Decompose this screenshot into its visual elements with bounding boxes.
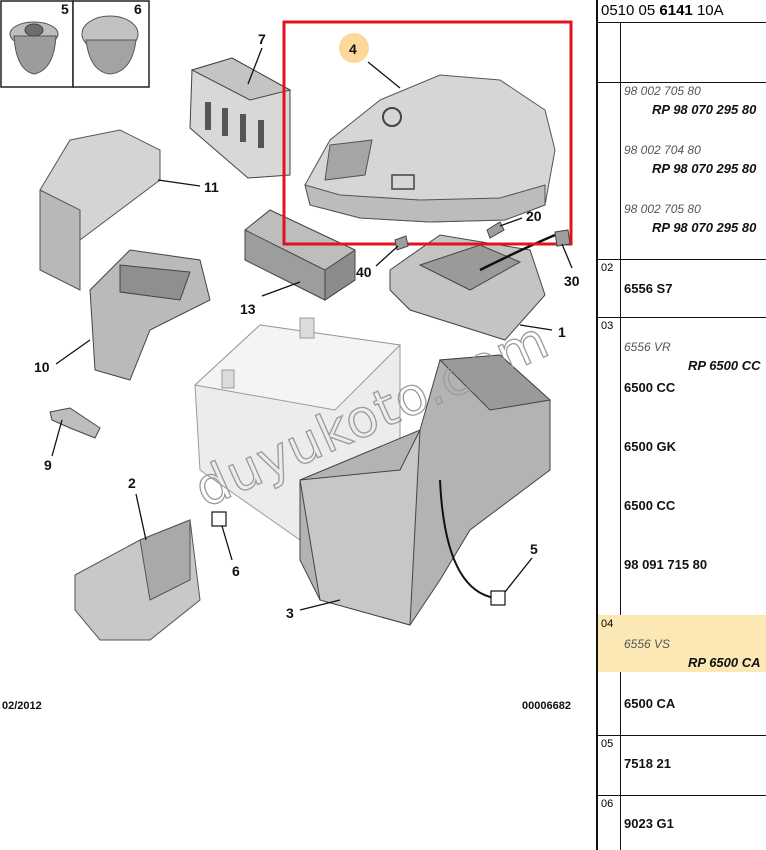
header-bold-code: 6141 xyxy=(659,2,693,19)
parts-table: 0510 05 6141 10A 98 002 705 80 RP 98 070… xyxy=(596,0,766,850)
clip-9-drawing xyxy=(49,407,101,439)
battery-tray-3-drawing xyxy=(299,354,552,626)
part-number: 7518 21 xyxy=(624,756,671,771)
grommet-6-drawing xyxy=(81,15,139,75)
cover-11-drawing xyxy=(39,129,161,291)
table-row xyxy=(598,22,766,83)
part-number: 6500 GK xyxy=(624,439,677,454)
row-highlight xyxy=(598,615,766,672)
battery-cover-4-drawing xyxy=(304,74,556,223)
table-row[interactable]: 02 6556 S7 xyxy=(598,259,766,318)
callout-7: 7 xyxy=(258,31,266,47)
part-number: 6500 CA xyxy=(624,696,676,711)
part-number: 6556 S7 xyxy=(624,281,673,296)
fuse-box-1-drawing xyxy=(389,233,556,341)
footer-reference: 00006682 xyxy=(522,700,571,712)
table-row[interactable]: 05 7518 21 xyxy=(598,735,766,796)
clip-20-drawing xyxy=(486,221,505,239)
callout-5-lower: 5 xyxy=(530,541,538,557)
part-number: 6556 VS xyxy=(624,637,671,651)
part-number: 6500 CC xyxy=(624,498,676,513)
part-number: 6556 VR xyxy=(624,340,671,354)
part-number: RP 98 070 295 80 xyxy=(652,220,757,235)
header-prefix: 0510 05 xyxy=(601,2,656,19)
callout-40: 40 xyxy=(356,264,372,280)
parts-diagram: 5 6 7 4 11 20 40 30 13 1 10 9 2 6 5 3 du… xyxy=(0,0,580,712)
row-number: 03 xyxy=(601,320,614,332)
tag-square-5 xyxy=(490,590,506,606)
row-number: 02 xyxy=(601,262,614,274)
part-number: RP 98 070 295 80 xyxy=(652,161,757,176)
relay-box-13-drawing xyxy=(244,209,356,301)
callout-9: 9 xyxy=(44,457,52,473)
part-number: RP 6500 CA xyxy=(688,655,761,670)
highlight-frame-part-4 xyxy=(282,20,573,246)
part-number: RP 98 070 295 80 xyxy=(652,102,757,117)
row-number: 04 xyxy=(601,618,614,630)
table-row[interactable]: 03 6556 VR RP 6500 CC 6500 CC 6500 GK 65… xyxy=(598,317,766,616)
callout-3: 3 xyxy=(286,605,294,621)
table-row-selected[interactable]: 04 6556 VS RP 6500 CA 6500 CA xyxy=(598,615,766,736)
part-number: 98 002 704 80 xyxy=(624,143,701,157)
fuse-box-7-drawing xyxy=(189,57,292,179)
row-number: 05 xyxy=(601,738,614,750)
table-row[interactable]: 06 9023 G1 xyxy=(598,795,766,850)
clip-40-drawing xyxy=(394,235,409,251)
part-number: 6500 CC xyxy=(624,380,676,395)
part-number: 98 002 705 80 xyxy=(624,202,701,216)
leader-lines xyxy=(51,47,573,611)
bracket-2-drawing xyxy=(74,519,201,641)
table-header: 0510 05 6141 10A xyxy=(598,0,766,23)
part-number: 98 091 715 80 xyxy=(624,557,708,572)
callout-6-lower: 6 xyxy=(232,563,240,579)
part-number: 9023 G1 xyxy=(624,816,674,831)
grommet-5-drawing xyxy=(9,21,59,75)
table-row[interactable]: 98 002 705 80 RP 98 070 295 80 98 002 70… xyxy=(598,82,766,260)
footer-date: 02/2012 xyxy=(2,700,42,712)
callout-10: 10 xyxy=(34,359,50,375)
row-number-column xyxy=(598,22,621,850)
callout-30: 30 xyxy=(564,273,580,289)
clip-30-drawing xyxy=(554,229,571,247)
callout-1: 1 xyxy=(558,324,566,340)
bracket-10-drawing xyxy=(89,249,211,381)
callout-20: 20 xyxy=(526,208,542,224)
callout-4: 4 xyxy=(349,41,357,57)
part-number: 98 002 705 80 xyxy=(624,84,701,98)
tag-square-6 xyxy=(211,511,227,527)
callout-11: 11 xyxy=(204,179,219,195)
callout-badge-4 xyxy=(339,33,369,63)
callout-5: 5 xyxy=(61,1,69,17)
callout-6: 6 xyxy=(134,1,142,17)
header-suffix: 10A xyxy=(696,2,724,19)
row-number: 06 xyxy=(601,798,614,810)
callout-2: 2 xyxy=(128,475,136,491)
callout-13: 13 xyxy=(240,301,256,317)
part-number: RP 6500 CC xyxy=(688,358,761,373)
